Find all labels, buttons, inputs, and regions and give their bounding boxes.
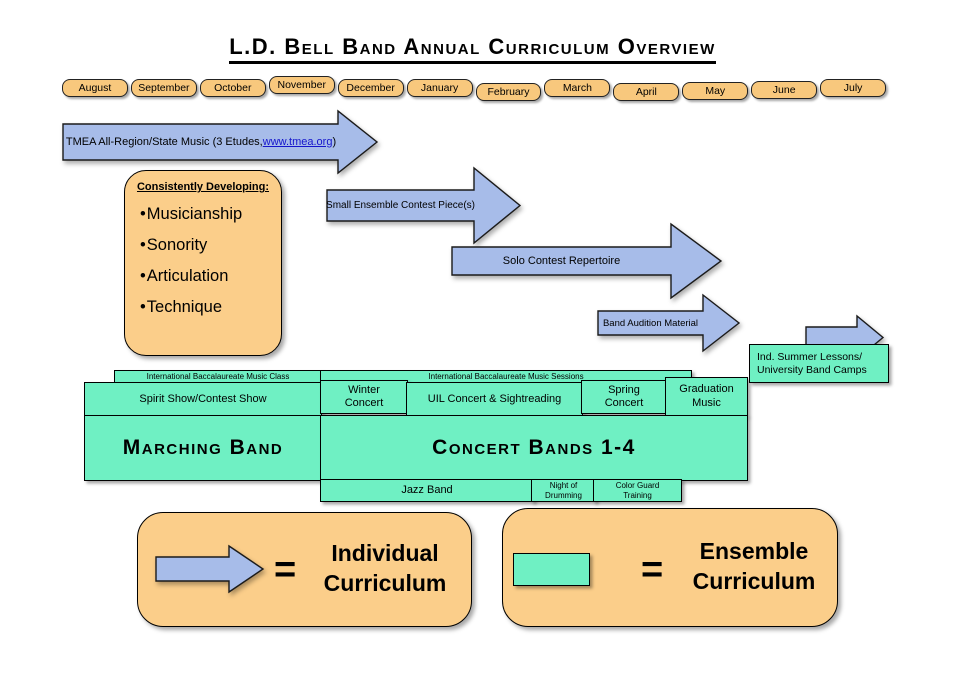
tmea-link[interactable]: www.tmea.org bbox=[262, 136, 333, 148]
color-guard-box: Color Guard Training bbox=[593, 479, 682, 502]
legend-individual-label: Individual Curriculum bbox=[323, 540, 447, 596]
spirit-show-box: Spirit Show/Contest Show bbox=[84, 382, 322, 417]
legend-arrow bbox=[155, 544, 265, 594]
month-may: May bbox=[682, 82, 749, 100]
month-july: July bbox=[820, 79, 887, 97]
small-ensemble-arrow: Small Ensemble Contest Piece(s) bbox=[326, 166, 522, 245]
developing-title: Consistently Developing: bbox=[136, 181, 270, 193]
month-september: September bbox=[130, 79, 197, 97]
band-audition-arrow: Band Audition Material bbox=[597, 293, 741, 353]
right-arrow-icon bbox=[62, 109, 379, 175]
concert-bands-box: Concert Bands 1-4 bbox=[320, 415, 748, 481]
night-of-drumming-label: Night of Drumming bbox=[545, 480, 582, 500]
month-january: January bbox=[406, 79, 473, 97]
tmea-arrow: TMEA All-Region/State Music (3 Etudes, w… bbox=[62, 109, 379, 175]
spring-concert-label: Spring Concert bbox=[604, 383, 644, 409]
color-guard-label: Color Guard Training bbox=[615, 480, 660, 500]
winter-concert-box: Winter Concert bbox=[320, 380, 408, 414]
equals-sign: = bbox=[274, 549, 297, 591]
equals-sign: = bbox=[641, 549, 664, 591]
month-october: October bbox=[199, 79, 266, 97]
legend-ensemble-swatch bbox=[513, 553, 590, 586]
solo-contest-arrow-label: Solo Contest Repertoire bbox=[502, 255, 621, 267]
right-arrow-icon bbox=[451, 222, 723, 300]
developing-item: Sonority bbox=[140, 236, 281, 255]
tmea-text-suffix: ) bbox=[332, 136, 337, 148]
uil-concert-box: UIL Concert & Sightreading bbox=[406, 382, 583, 417]
legend-ensemble-panel: = Ensemble Curriculum bbox=[502, 508, 838, 627]
right-arrow-icon bbox=[597, 293, 741, 353]
winter-concert-label: Winter Concert bbox=[344, 383, 384, 409]
marching-band-box: Marching Band bbox=[84, 415, 322, 481]
tmea-text-prefix: TMEA All-Region/State Music (3 Etudes, bbox=[65, 136, 263, 148]
right-arrow-icon bbox=[326, 166, 522, 245]
jazz-band-box: Jazz Band bbox=[320, 479, 534, 502]
month-march: March bbox=[544, 79, 611, 97]
developing-item: Articulation bbox=[140, 267, 281, 286]
legend-ensemble-label: Ensemble Curriculum bbox=[692, 538, 816, 594]
legend-individual-panel: = Individual Curriculum bbox=[137, 512, 472, 627]
spring-concert-box: Spring Concert bbox=[581, 380, 667, 414]
page-title: L.D. Bell Band Annual Curriculum Overvie… bbox=[229, 34, 716, 64]
graduation-music-box: Graduation Music bbox=[665, 377, 748, 416]
summer-lessons-box: Ind. Summer Lessons/ University Band Cam… bbox=[749, 344, 889, 383]
night-of-drumming-box: Night of Drumming bbox=[531, 479, 596, 502]
developing-item: Technique bbox=[140, 298, 281, 317]
consistently-developing-panel: Consistently Developing: Musicianship So… bbox=[124, 170, 282, 356]
months-row: August September October November Decemb… bbox=[62, 76, 887, 101]
band-audition-arrow-label: Band Audition Material bbox=[602, 317, 699, 329]
month-april: April bbox=[613, 83, 680, 101]
tmea-arrow-label: TMEA All-Region/State Music (3 Etudes, w… bbox=[65, 124, 337, 160]
month-february: February bbox=[475, 83, 542, 101]
right-arrow-icon bbox=[155, 544, 265, 594]
month-november: November bbox=[268, 76, 335, 94]
month-june: June bbox=[751, 81, 818, 99]
developing-item: Musicianship bbox=[140, 205, 281, 224]
solo-contest-arrow: Solo Contest Repertoire bbox=[451, 222, 723, 300]
month-december: December bbox=[337, 79, 404, 97]
graduation-music-label: Graduation Music bbox=[679, 383, 734, 409]
small-ensemble-arrow-label: Small Ensemble Contest Piece(s) bbox=[326, 200, 475, 211]
title-row: L.D. Bell Band Annual Curriculum Overvie… bbox=[0, 34, 945, 64]
month-august: August bbox=[62, 79, 128, 97]
